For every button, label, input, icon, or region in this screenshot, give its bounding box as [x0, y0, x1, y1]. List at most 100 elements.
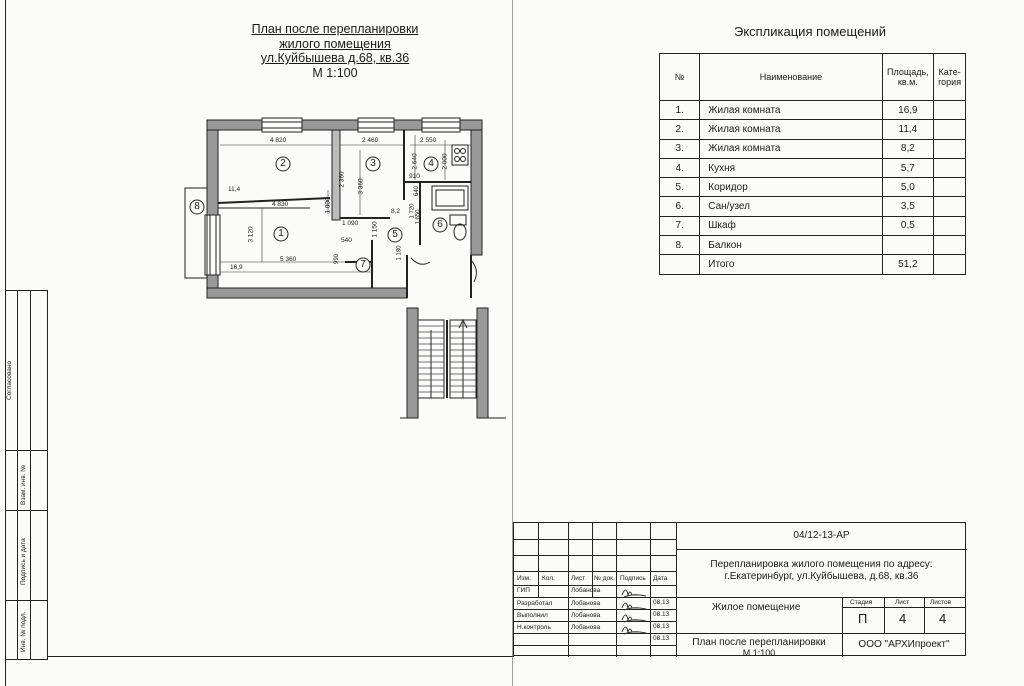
- staff-name: Лобанова: [571, 624, 601, 631]
- staff-date: 08.13: [653, 611, 670, 618]
- staff-role: Разработал: [517, 600, 553, 607]
- project-line-2: г.Екатеринбург, ул.Куйбышева, д.68, кв.3…: [724, 571, 919, 582]
- room-label-2: 2: [280, 158, 286, 169]
- room-marker-4: [423, 156, 439, 172]
- dim-label: 2 550: [420, 137, 437, 144]
- title-block: 04/12-13-АР Перепланировка жилого помеще…: [513, 522, 967, 658]
- window-north-3: [421, 117, 461, 133]
- side-label-inv-orig: Инв. № подл.: [20, 611, 27, 653]
- explication-header-row: № Наименование Площадь, кв.м. Кате-гория: [658, 53, 966, 101]
- room-label-5: 5: [392, 229, 398, 240]
- room-marker-2: [275, 156, 291, 172]
- explication-table: № Наименование Площадь, кв.м. Кате-гория…: [658, 53, 966, 275]
- dim-label: 1 150: [371, 221, 379, 238]
- dim-label: 16,9: [230, 264, 243, 271]
- stage-value: П: [858, 611, 868, 626]
- wall-east: [470, 129, 483, 256]
- wall-south: [206, 287, 408, 299]
- room-label-8: 8: [194, 201, 200, 212]
- dim-label: 1 180: [396, 245, 403, 261]
- staff-date: 08.13: [653, 623, 670, 630]
- dim-label: 11,4: [228, 186, 241, 193]
- sheets-value: 4: [939, 611, 947, 626]
- stair-wall-east: [476, 307, 489, 419]
- dim-label: 540: [341, 237, 352, 244]
- room-label-1: 1: [278, 228, 284, 239]
- header-num: №: [658, 53, 701, 101]
- dim-label: 3 120: [247, 226, 255, 243]
- dim-label: 4 830: [272, 201, 289, 208]
- room-marker-7: [355, 257, 371, 273]
- side-label-inv-replace: Взам. инв. №: [20, 464, 27, 505]
- side-label-agreed: Согласовано: [6, 360, 13, 400]
- room-label-6: 6: [437, 219, 443, 230]
- plan-scale: М 1:100: [312, 65, 358, 80]
- dim-label: 5 360: [280, 256, 297, 263]
- side-strip-col-3: [30, 290, 48, 660]
- dim-label: 1 650: [415, 209, 422, 225]
- plan-title-line-2: жилого помещения: [279, 36, 391, 51]
- table-row: 8.Балкон: [658, 235, 966, 256]
- drawing-title-1: План после перепланировки: [692, 637, 826, 648]
- drawing-title-2: М 1:100: [742, 648, 776, 658]
- dim-label: 640: [414, 185, 421, 197]
- dim-label: 4 820: [270, 137, 287, 144]
- sheet-left-edge: [0, 0, 6, 686]
- room-label-4: 4: [428, 158, 434, 169]
- toilet-icon: [453, 223, 467, 241]
- plan-title-line-3: ул.Куйбышева д.68, кв.36: [260, 51, 410, 65]
- staff-date: 08.13: [653, 599, 670, 606]
- stove-icon: [451, 144, 469, 166]
- dim-label: 2 000: [441, 153, 449, 170]
- dim-label: 990: [334, 253, 341, 265]
- plan-title-line-1: План после перепланировки: [251, 22, 419, 36]
- window-north-2: [357, 117, 395, 133]
- dim-label: 8,2: [391, 208, 401, 215]
- dim-label: 2 360: [338, 171, 346, 188]
- project-line-1: Перепланировка жилого помещения по адрес…: [710, 559, 933, 570]
- header-name: Наименование: [699, 53, 883, 101]
- room-label-3: 3: [370, 158, 376, 169]
- explication-title: Экспликация помещений: [733, 24, 887, 39]
- balcony: [184, 187, 208, 279]
- room-marker-8: [189, 199, 205, 215]
- sheet-value: 4: [899, 611, 907, 626]
- side-label-sign-date: Подпись и дата: [20, 538, 27, 585]
- window-north-1: [261, 117, 303, 133]
- room-marker-1: [273, 226, 289, 242]
- entrance-door: [410, 257, 431, 265]
- room-marker-3: [365, 156, 381, 172]
- side-strip-col-1: [5, 290, 18, 660]
- stair-treads: [418, 325, 476, 393]
- dim-label: 1 090: [342, 220, 359, 227]
- dim-label: 910: [409, 173, 420, 180]
- total-value: 51,2: [881, 254, 935, 275]
- plan-title: План после перепланировки жилого помещен…: [200, 22, 470, 80]
- room-marker-5: [387, 227, 403, 243]
- side-strip-col-2: [17, 290, 31, 660]
- staff-role: Н.контроль: [517, 624, 551, 631]
- staff-role: Выполнил: [517, 612, 548, 619]
- partition-1-2: [217, 197, 331, 204]
- total-label: Итого: [699, 254, 883, 275]
- dim-label: 2 640: [411, 153, 419, 170]
- room-marker-6: [432, 217, 448, 233]
- staff-role: ГИП: [517, 587, 530, 594]
- wall-north: [206, 119, 483, 131]
- signature-scribbles: [621, 589, 647, 635]
- staff-name: Лобанова: [571, 587, 601, 594]
- header-category: Кате-гория: [933, 53, 966, 101]
- company-name: ООО "АРХИпроект": [858, 639, 950, 650]
- bathtub-icon: [431, 185, 469, 211]
- stair-wall-west: [406, 307, 419, 419]
- dim-label: 2 460: [362, 137, 379, 144]
- doc-code: 04/12-13-АР: [793, 530, 850, 541]
